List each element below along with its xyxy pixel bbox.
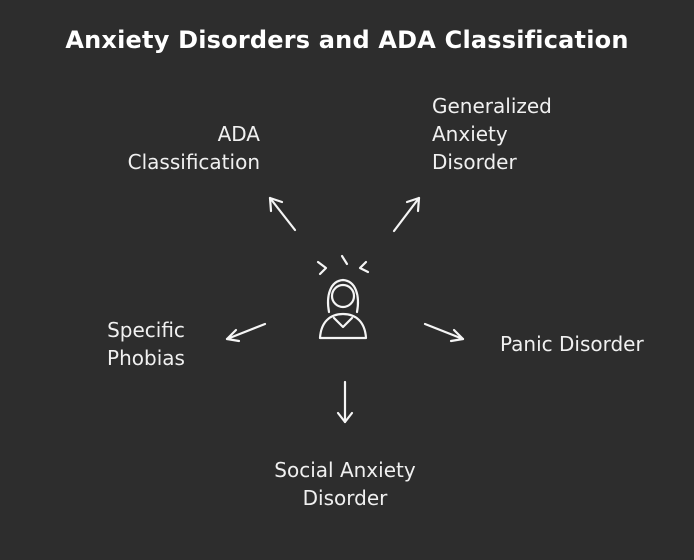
diagram-title: Anxiety Disorders and ADA Classification xyxy=(65,26,629,54)
arrow-to-panic-disorder xyxy=(423,322,465,343)
node-label-ada-classification: ADA Classification xyxy=(127,122,260,174)
node-label-panic-disorder: Panic Disorder xyxy=(500,332,644,356)
node-label-social-anxiety-disorder: Social Anxiety Disorder xyxy=(274,458,416,510)
node-label-specific-phobias: Specific Phobias xyxy=(107,318,185,370)
node-label-generalized-anxiety-disorder: Generalized Anxiety Disorder xyxy=(432,94,552,174)
arrow-to-ada-classification xyxy=(268,196,297,232)
stressed-person-icon xyxy=(316,254,370,340)
arrow-to-specific-phobias xyxy=(225,322,267,343)
arrow-to-generalized-anxiety-disorder xyxy=(392,196,421,233)
arrow-to-social-anxiety-disorder xyxy=(336,380,354,424)
